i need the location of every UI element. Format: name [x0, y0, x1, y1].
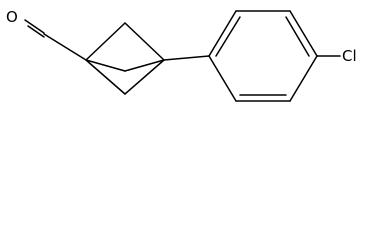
- chlorine-label: Cl: [342, 47, 357, 65]
- oxygen-label: O: [6, 8, 18, 26]
- bicyclopentane-cage: [85, 22, 165, 95]
- bond-cage-top-left: [85, 22, 126, 61]
- ring-bond-3: [289, 10, 318, 57]
- bond-cage-to-phenyl: [163, 55, 210, 61]
- bond-o-c-double-1: [24, 19, 45, 34]
- bond-cage-top-right: [124, 22, 165, 61]
- ring-double-bond-1: [215, 16, 241, 57]
- aldehyde-group: [24, 19, 87, 61]
- ring-bond-6: [208, 55, 237, 102]
- chemical-structure: O Cl: [6, 8, 357, 102]
- bond-o-c-double-2: [27, 25, 45, 38]
- bond-cage-bottom-left: [85, 59, 126, 95]
- bond-cho-to-cage: [43, 33, 87, 61]
- bond-cage-mid-right: [124, 59, 165, 72]
- ring-bond-1: [208, 10, 237, 57]
- bond-cage-bottom-right: [124, 59, 165, 95]
- phenyl-ring: [208, 10, 318, 102]
- bond-cage-mid-left: [85, 59, 126, 72]
- ring-double-bond-2: [285, 16, 310, 57]
- ring-bond-4: [289, 55, 318, 102]
